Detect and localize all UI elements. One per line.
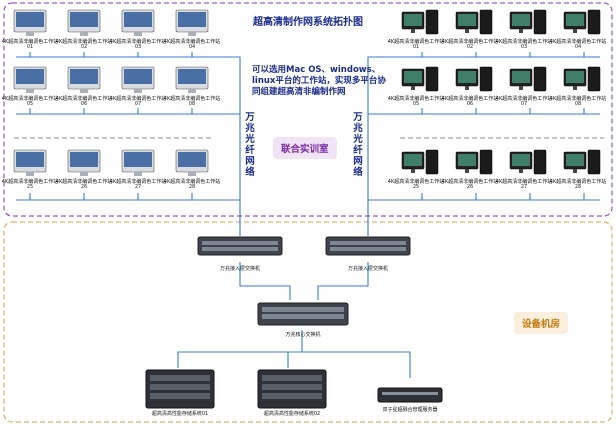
- access-switch-left: [197, 236, 283, 256]
- left-workstation-label: 4K超高清非编调色工作站: [163, 39, 221, 45]
- left-workstation-label: 4K超高清非编调色工作站: [1, 39, 59, 45]
- access-switch-right: [325, 236, 411, 256]
- left-workstation-number: 05: [26, 101, 34, 107]
- right-workstation-pc: [455, 149, 493, 175]
- left-workstation-number: 07: [134, 101, 142, 107]
- right-workstation-pc: [509, 9, 547, 35]
- workstations: [13, 9, 601, 176]
- right-workstation-pc: [455, 66, 493, 92]
- fiber-label-left: 万兆光纤网络: [245, 112, 255, 178]
- right-workstation-number: 03: [520, 44, 528, 50]
- left-workstation-number: 25: [26, 184, 34, 190]
- left-workstation-monitor: [13, 66, 47, 93]
- right-workstation-number: 04: [574, 44, 582, 50]
- left-workstation-label: 4K超高清非编调色工作站: [1, 96, 59, 102]
- right-workstation-label: 4K超高清非编调色工作站: [549, 39, 607, 45]
- left-workstation-label: 4K超高清非编调色工作站: [109, 96, 167, 102]
- left-workstation-number: 02: [80, 44, 88, 50]
- room-zone-border: [3, 221, 613, 423]
- left-workstation-label: 4K超高清非编调色工作站: [163, 179, 221, 185]
- right-workstation-pc: [401, 9, 439, 35]
- right-workstation-label: 4K超高清非编调色工作站: [441, 96, 499, 102]
- right-workstation-number: 05: [412, 101, 420, 107]
- right-workstation-pc: [563, 149, 601, 175]
- platform-note: 可以选用Mac OS、windows、linux平台的工作站，实现多平台协同组建…: [252, 65, 386, 97]
- left-workstation-monitor: [121, 66, 155, 93]
- right-workstation-label: 4K超高清非编调色工作站: [495, 179, 553, 185]
- management-server: [377, 387, 443, 403]
- left-workstation-monitor: [13, 149, 47, 176]
- right-workstation-pc: [563, 66, 601, 92]
- right-workstation-number: 27: [520, 184, 528, 190]
- right-workstation-number: 26: [466, 184, 474, 190]
- right-workstation-label: 4K超高清非编调色工作站: [441, 179, 499, 185]
- right-workstation-number: 28: [574, 184, 582, 190]
- right-workstation-number: 08: [574, 101, 582, 107]
- left-workstation-monitor: [121, 9, 155, 36]
- left-workstation-number: 01: [26, 44, 34, 50]
- right-workstation-label: 4K超高清非编调色工作站: [387, 96, 445, 102]
- management-server-label: 双子星超融合管理服务器: [382, 407, 438, 413]
- left-workstation-monitor: [13, 9, 47, 36]
- diagram-title: 超高清制作网系统拓扑图: [253, 17, 363, 28]
- right-workstation-label: 4K超高清非编调色工作站: [549, 96, 607, 102]
- core-switch: [257, 302, 349, 326]
- left-workstation-monitor: [175, 149, 209, 176]
- left-workstation-label: 4K超高清非编调色工作站: [55, 96, 113, 102]
- access-switch-right-label: 万兆接入层交换机: [347, 266, 389, 272]
- left-workstation-monitor: [175, 9, 209, 36]
- right-workstation-number: 02: [466, 44, 474, 50]
- core-switch-label: 万兆核心交换机: [285, 332, 321, 338]
- left-workstation-label: 4K超高清非编调色工作站: [109, 179, 167, 185]
- storage-02: [257, 369, 327, 409]
- access-switch-left-label: 万兆接入层交换机: [219, 266, 261, 272]
- left-workstation-monitor: [67, 149, 101, 176]
- left-workstation-monitor: [175, 66, 209, 93]
- right-workstation-number: 07: [520, 101, 528, 107]
- left-workstation-number: 06: [80, 101, 88, 107]
- lab-zone-label: 联合实训室: [273, 137, 337, 159]
- left-workstation-number: 27: [134, 184, 142, 190]
- fiber-label-right: 万兆光纤网络: [353, 112, 363, 178]
- right-workstation-number: 06: [466, 101, 474, 107]
- right-workstation-label: 4K超高清非编调色工作站: [549, 179, 607, 185]
- right-workstation-pc: [401, 66, 439, 92]
- right-workstation-pc: [509, 66, 547, 92]
- left-workstation-label: 4K超高清非编调色工作站: [109, 39, 167, 45]
- left-workstation-monitor: [67, 66, 101, 93]
- left-workstation-number: 03: [134, 44, 142, 50]
- left-workstation-monitor: [121, 149, 155, 176]
- right-workstation-number: 25: [412, 184, 420, 190]
- room-zone-label: 设备机房: [514, 312, 569, 334]
- right-workstation-pc: [401, 149, 439, 175]
- left-bus: [16, 52, 241, 236]
- left-workstation-number: 28: [188, 184, 196, 190]
- right-workstation-label: 4K超高清非编调色工作站: [495, 96, 553, 102]
- right-workstation-label: 4K超高清非编调色工作站: [495, 39, 553, 45]
- lab-zone-border: [3, 2, 613, 217]
- left-workstation-label: 4K超高清非编调色工作站: [163, 96, 221, 102]
- left-workstation-number: 26: [80, 184, 88, 190]
- storage-02-label: 超高清高性能存储系统02: [263, 411, 321, 417]
- right-workstation-pc: [563, 9, 601, 35]
- left-workstation-label: 4K超高清非编调色工作站: [1, 179, 59, 185]
- left-workstation-label: 4K超高清非编调色工作站: [55, 39, 113, 45]
- left-workstation-label: 4K超高清非编调色工作站: [55, 179, 113, 185]
- storage-01: [145, 369, 215, 409]
- right-workstation-label: 4K超高清非编调色工作站: [441, 39, 499, 45]
- storage-01-label: 超高清高性能存储系统01: [151, 411, 209, 417]
- right-workstation-pc: [509, 149, 547, 175]
- left-workstation-monitor: [67, 9, 101, 36]
- right-workstation-pc: [455, 9, 493, 35]
- left-workstation-number: 04: [188, 44, 196, 50]
- switch-links: [177, 262, 411, 378]
- left-workstation-number: 08: [188, 101, 196, 107]
- right-bus: [367, 52, 600, 236]
- right-workstation-label: 4K超高清非编调色工作站: [387, 39, 445, 45]
- right-workstation-label: 4K超高清非编调色工作站: [387, 179, 445, 185]
- right-workstation-number: 01: [412, 44, 420, 50]
